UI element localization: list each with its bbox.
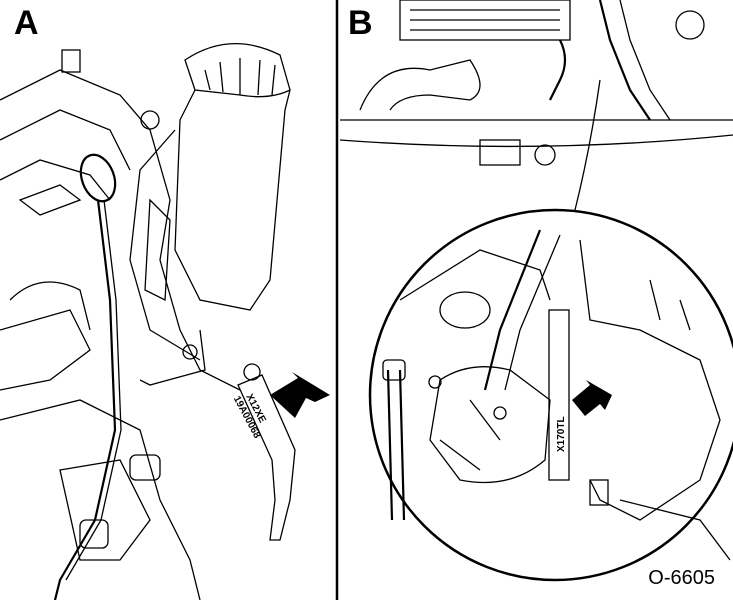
arrow-icon (270, 372, 330, 418)
panel-b-drawing: X170TL (339, 0, 733, 582)
engine-code-plate-b (548, 309, 570, 481)
arrow-icon (572, 380, 612, 416)
magnifier-circle (368, 208, 733, 582)
panel-b-label: B (348, 4, 373, 42)
panel-a-drawing: X12XE 19A00068 (0, 42, 330, 600)
panel-a-label: A (14, 4, 39, 42)
figure-code: O-6605 (648, 567, 715, 589)
engine-code-tag-b: X170TL (556, 416, 567, 452)
